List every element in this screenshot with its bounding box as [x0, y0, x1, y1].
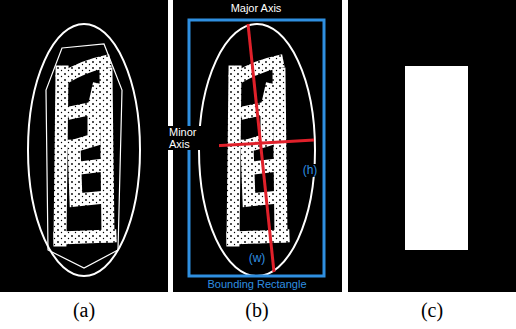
dimension-label: (w)	[247, 252, 268, 265]
rectangle-label: Bounding Rectangle	[205, 278, 308, 290]
panel-caption: (c)	[421, 299, 443, 321]
bounding-box-mask	[405, 66, 468, 250]
panel-ground	[0, 0, 168, 292]
fitted-ellipse	[28, 24, 140, 276]
character-image	[60, 62, 110, 240]
axis-label: Minor Axis	[167, 126, 219, 150]
panel-caption: (a)	[73, 299, 95, 321]
dimension-label: (h)	[301, 164, 320, 177]
panel-caption: (b)	[245, 299, 268, 321]
axis-label: Major Axis	[229, 2, 284, 14]
character-image	[233, 62, 283, 240]
panel-ground	[348, 0, 516, 292]
convex-hull	[46, 44, 122, 268]
major-axis	[248, 24, 274, 272]
minor-axis	[212, 140, 314, 146]
